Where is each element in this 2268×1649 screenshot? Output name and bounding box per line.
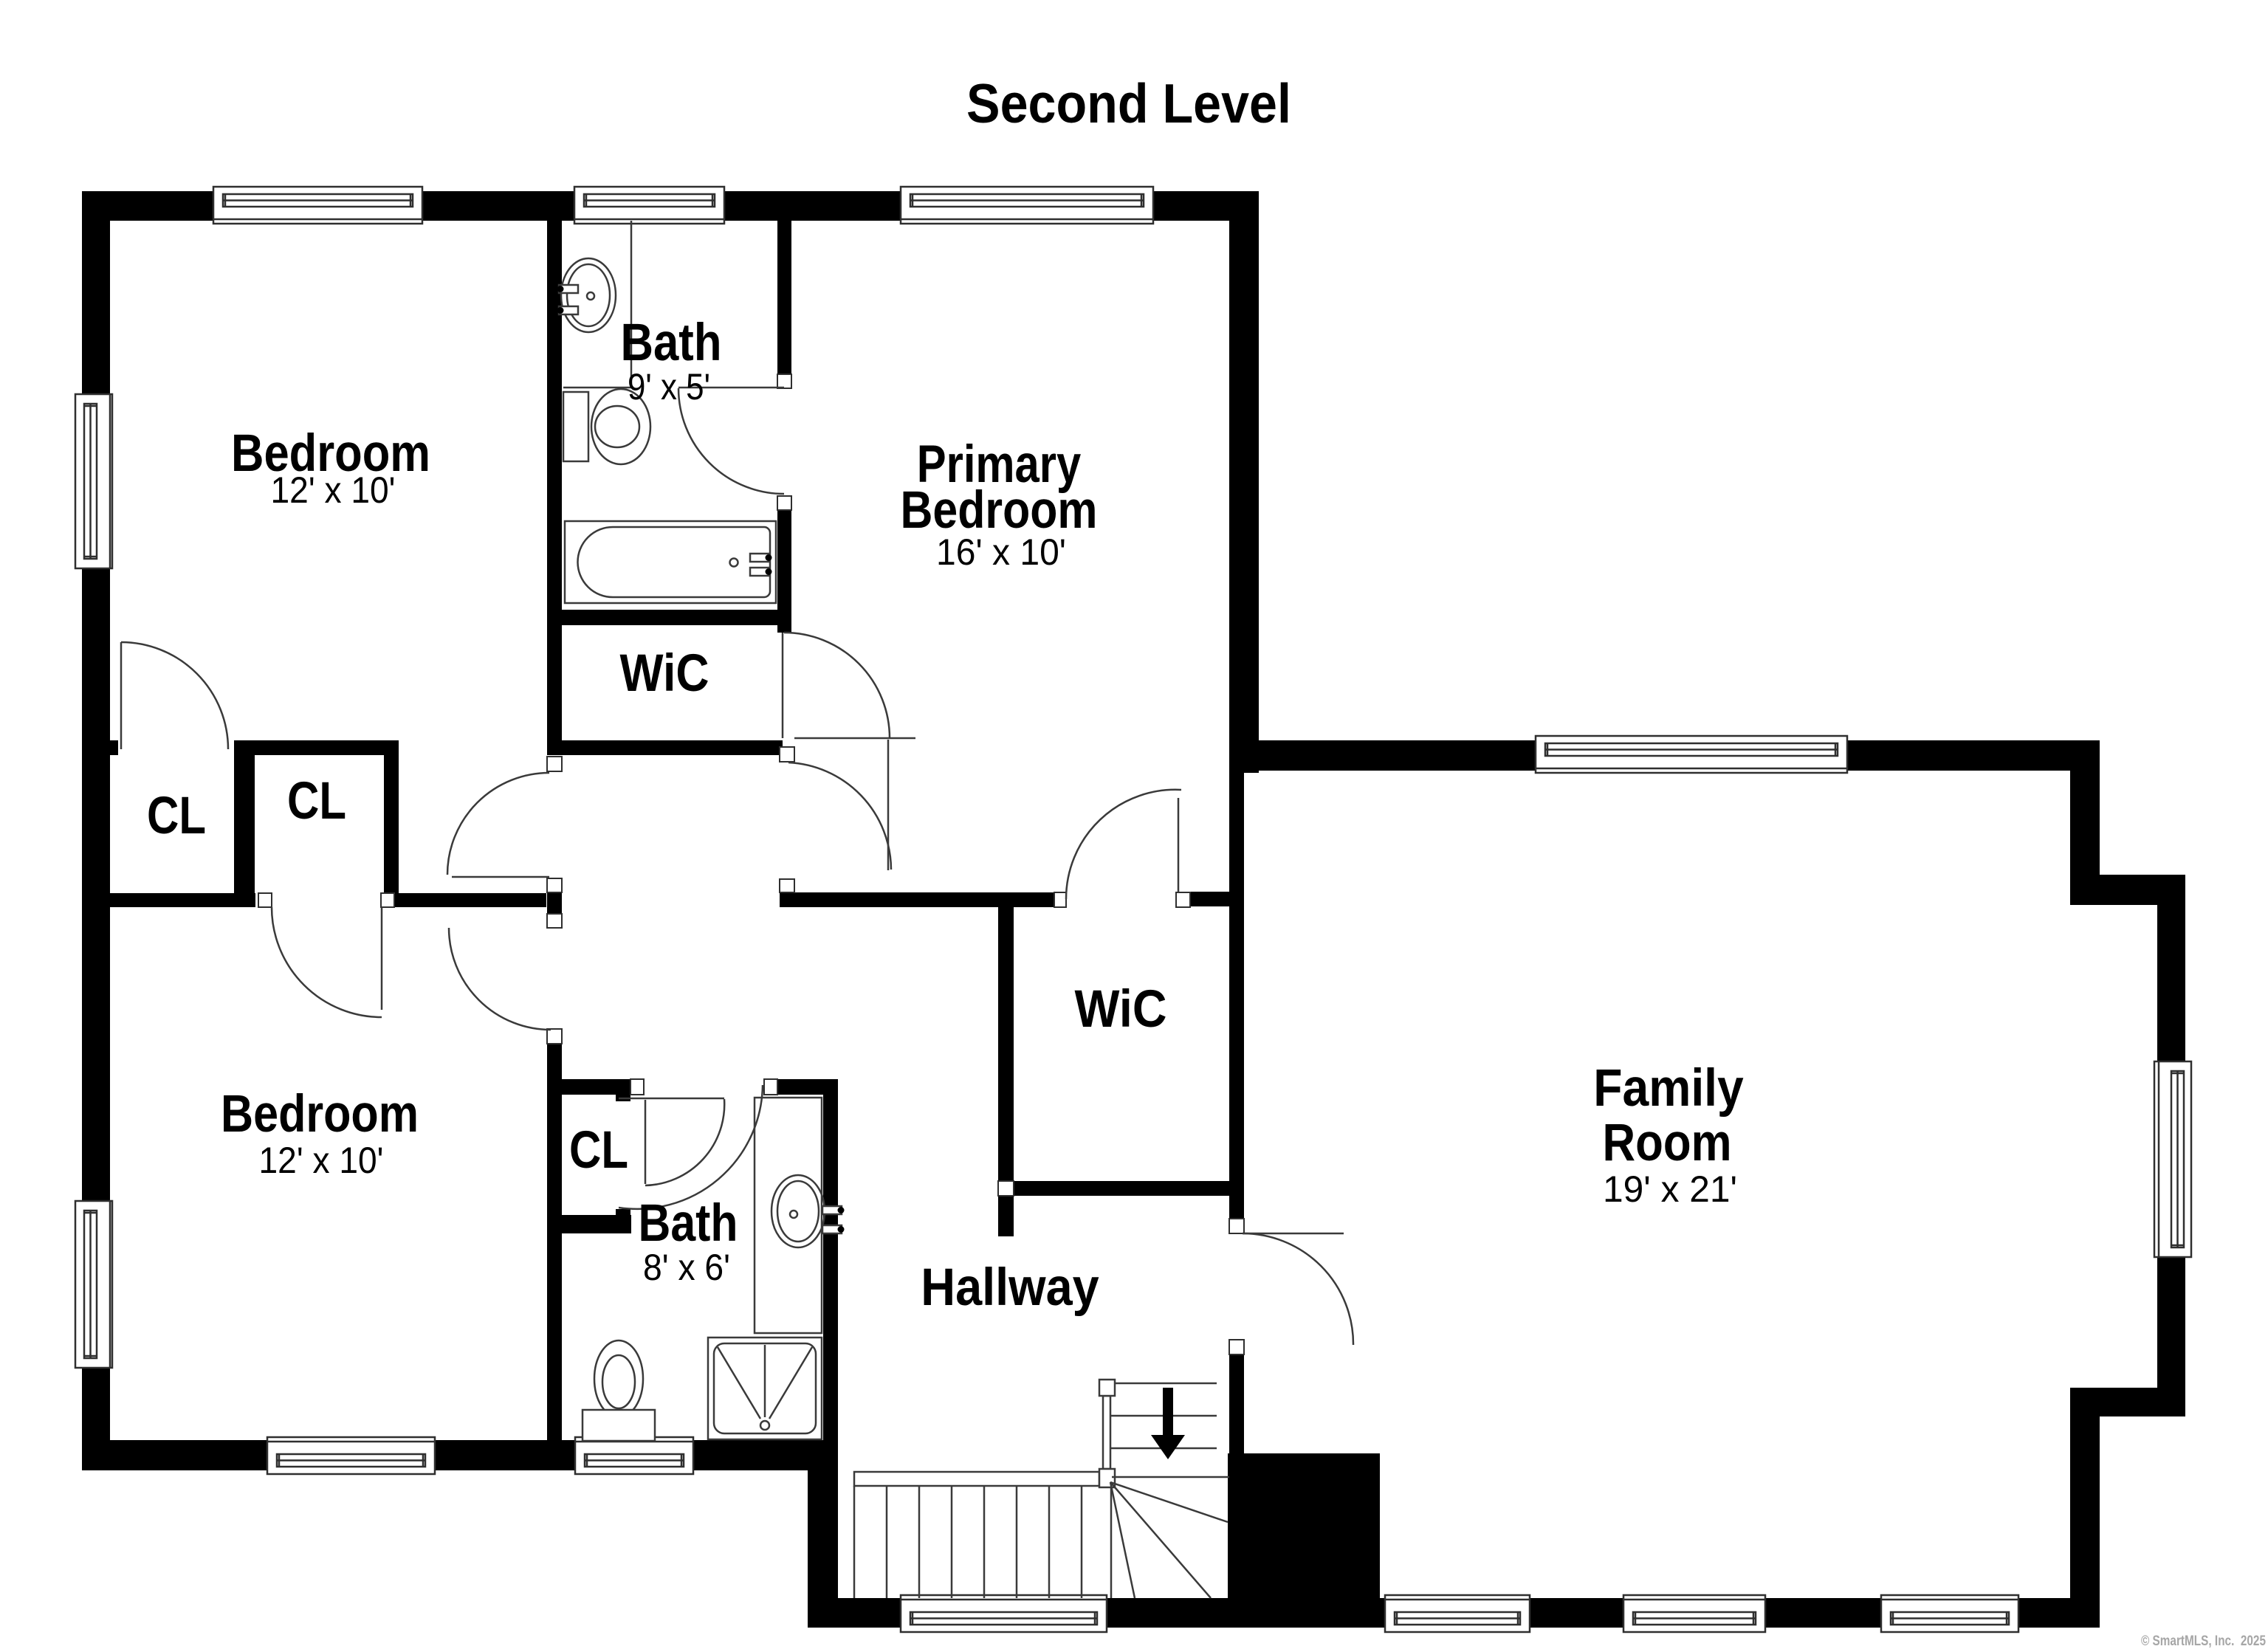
svg-text:Hallway: Hallway bbox=[921, 1258, 1099, 1316]
svg-text:9' x 5': 9' x 5' bbox=[628, 365, 710, 407]
svg-text:12' x 10': 12' x 10' bbox=[271, 469, 396, 511]
svg-text:CL: CL bbox=[569, 1120, 628, 1179]
svg-text:Family: Family bbox=[1593, 1059, 1744, 1118]
svg-text:Room: Room bbox=[1603, 1114, 1732, 1172]
svg-text:WiC: WiC bbox=[1075, 980, 1167, 1038]
svg-text:CL: CL bbox=[287, 771, 346, 830]
svg-text:CL: CL bbox=[147, 785, 206, 844]
svg-text:Second Level: Second Level bbox=[966, 73, 1291, 135]
svg-text:WiC: WiC bbox=[620, 644, 709, 703]
svg-text:12' x 10': 12' x 10' bbox=[259, 1140, 384, 1181]
svg-text:8' x 6': 8' x 6' bbox=[643, 1247, 730, 1288]
svg-text:Bath: Bath bbox=[621, 314, 722, 372]
svg-text:16' x 10': 16' x 10' bbox=[936, 532, 1066, 573]
svg-text:Bedroom: Bedroom bbox=[221, 1085, 419, 1143]
svg-text:Bedroom: Bedroom bbox=[900, 481, 1097, 540]
svg-text:Bath: Bath bbox=[639, 1194, 738, 1253]
svg-text:19' x 21': 19' x 21' bbox=[1603, 1168, 1737, 1210]
svg-text:Bedroom: Bedroom bbox=[231, 424, 430, 483]
svg-text:Primary: Primary bbox=[917, 435, 1082, 493]
svg-text:© SmartMLS, Inc. 2025: © SmartMLS, Inc. 2025 bbox=[2141, 1633, 2266, 1649]
